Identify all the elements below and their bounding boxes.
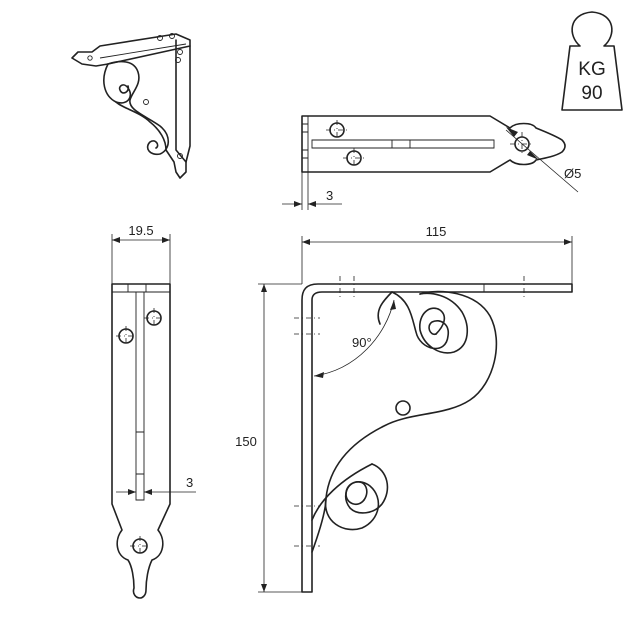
- side-thickness-dimension: 3: [186, 475, 193, 490]
- angle-dimension: 90°: [352, 335, 372, 350]
- side-width-dimension: 19.5: [128, 223, 153, 238]
- hole-diameter-dimension: Ø5: [564, 166, 581, 181]
- overall-height-dimension: 150: [235, 434, 257, 449]
- front-view: 90° 115 150: [235, 224, 573, 593]
- overall-width-dimension: 115: [426, 224, 447, 239]
- top-thickness-dimension: 3: [326, 188, 333, 203]
- weight-value: 90: [581, 83, 602, 104]
- side-view: 19.5 3: [111, 223, 196, 599]
- isometric-view: [71, 33, 191, 179]
- top-view: Ø5 3: [282, 115, 581, 210]
- weight-unit: KG: [578, 59, 605, 80]
- weight-icon: KG 90: [561, 11, 623, 111]
